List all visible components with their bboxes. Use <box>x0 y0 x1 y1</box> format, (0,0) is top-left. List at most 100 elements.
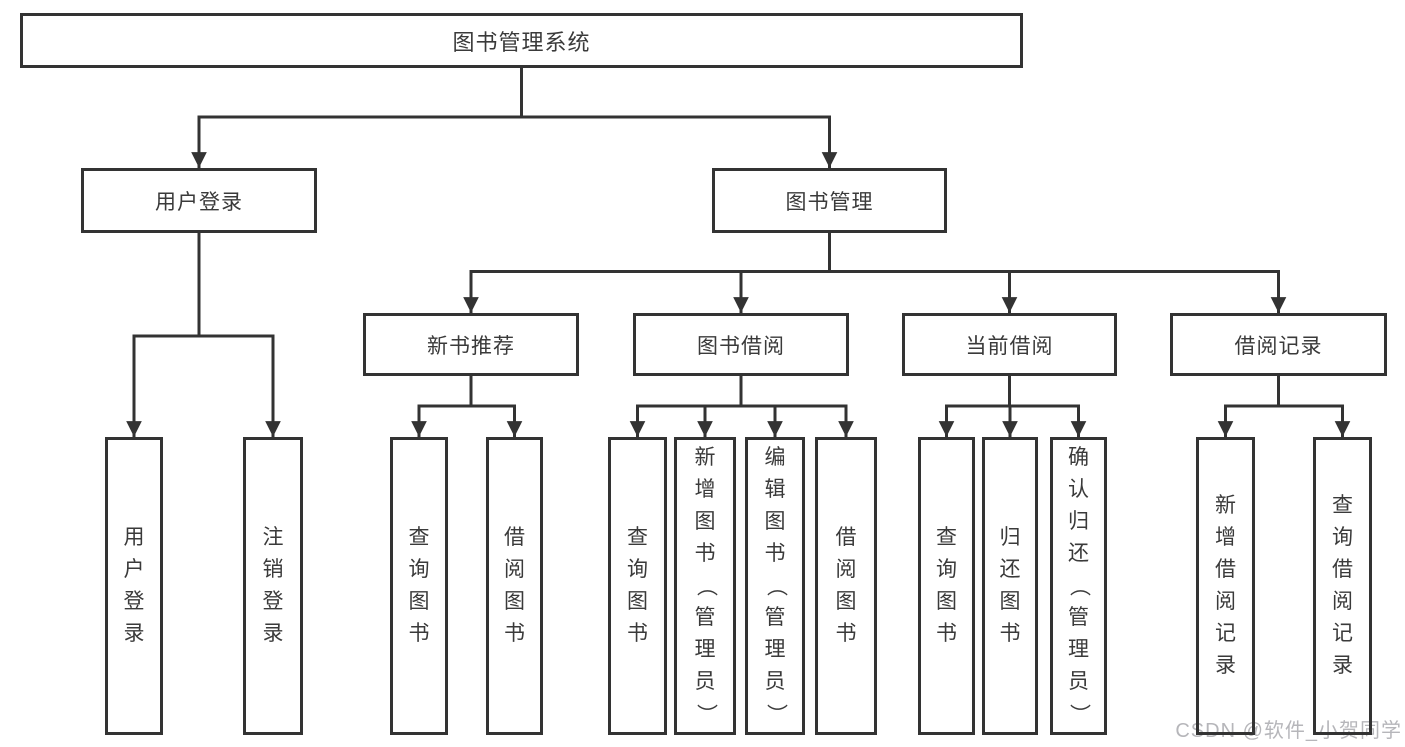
vertical-glyph: 录 <box>1215 654 1236 677</box>
vertical-glyph: 管 <box>694 606 716 629</box>
node-label-logout: 注销登录 <box>263 522 284 650</box>
node-cb-confirm: 确认归还（管理员） <box>1050 437 1107 735</box>
vertical-glyph: 理 <box>694 638 716 661</box>
node-login: 用户登录 <box>105 437 163 735</box>
vertical-glyph: 员 <box>694 670 716 693</box>
node-label-bb-query: 查询图书 <box>627 522 648 650</box>
vertical-glyph: ） <box>1067 703 1091 725</box>
vertical-glyph: 户 <box>123 558 145 581</box>
vertical-glyph: 图 <box>408 590 430 613</box>
vertical-glyph: 借 <box>1332 558 1353 581</box>
vertical-glyph: 询 <box>408 558 430 581</box>
vertical-glyph: 注 <box>262 526 284 549</box>
vertical-glyph: （ <box>764 575 787 597</box>
node-label-user-login: 用户登录 <box>155 190 243 214</box>
vertical-glyph: 销 <box>262 558 284 581</box>
vertical-glyph: 图 <box>835 590 857 613</box>
vertical-glyph: 记 <box>1215 622 1236 645</box>
vertical-glyph: 查 <box>1332 494 1353 517</box>
watermark: CSDN @软件_小贺同学 <box>1175 720 1402 742</box>
vertical-glyph: 询 <box>936 558 957 581</box>
vertical-glyph: 归 <box>999 526 1021 549</box>
node-current-borrow: 当前借阅 <box>902 313 1117 376</box>
connector-current-borrow <box>938 374 1087 438</box>
vertical-glyph: 认 <box>1068 478 1089 501</box>
node-logout: 注销登录 <box>243 437 303 735</box>
node-label-bb-add: 新增图书 （ 管理员 ） <box>694 442 717 730</box>
vertical-glyph: 查 <box>408 526 430 549</box>
node-cb-return: 归还图书 <box>982 437 1038 735</box>
node-borrow-record: 借阅记录 <box>1170 313 1387 376</box>
vertical-glyph: 书 <box>694 542 716 565</box>
vertical-glyph: 新 <box>694 446 716 469</box>
node-cb-query: 查询图书 <box>918 437 975 735</box>
connector-new-book-rec <box>411 374 523 438</box>
connector-book-borrow <box>629 374 854 438</box>
node-label-current-borrow: 当前借阅 <box>965 334 1054 358</box>
node-label-br-add: 新增借阅记录 <box>1215 490 1236 682</box>
vertical-glyph: 借 <box>835 526 857 549</box>
node-nbr-borrow: 借阅图书 <box>486 437 543 735</box>
vertical-glyph: 登 <box>123 590 145 613</box>
vertical-glyph: （ <box>694 575 717 597</box>
vertical-glyph: 询 <box>1332 526 1353 549</box>
node-root: 图书管理系统 <box>20 13 1023 68</box>
node-label-cb-return: 归还图书 <box>1000 522 1021 650</box>
node-label-book-mgmt: 图书管理 <box>785 190 874 214</box>
vertical-glyph: （ <box>1067 575 1091 597</box>
vertical-glyph: 询 <box>627 558 648 581</box>
vertical-glyph: 阅 <box>835 558 857 581</box>
vertical-glyph: 辑 <box>764 478 786 501</box>
node-label-bb-borrow: 借阅图书 <box>836 522 857 650</box>
vertical-glyph: 图 <box>504 590 525 613</box>
vertical-glyph: 录 <box>1332 654 1353 677</box>
connector-root <box>191 66 838 169</box>
vertical-glyph: 用 <box>123 526 145 549</box>
node-label-borrow-record: 借阅记录 <box>1234 334 1323 358</box>
vertical-glyph: 书 <box>408 622 430 645</box>
vertical-glyph: 管 <box>1068 606 1089 629</box>
vertical-glyph: 理 <box>1068 638 1089 661</box>
vertical-glyph: ） <box>694 703 717 725</box>
vertical-glyph: 借 <box>504 526 525 549</box>
node-bb-add: 新增图书 （ 管理员 ） <box>674 437 736 735</box>
vertical-glyph: 增 <box>1215 526 1236 549</box>
node-nbr-query: 查询图书 <box>390 437 448 735</box>
vertical-glyph: 增 <box>694 478 716 501</box>
node-label-nbr-query: 查询图书 <box>409 522 430 650</box>
vertical-glyph: 阅 <box>1215 590 1236 613</box>
vertical-glyph: 书 <box>764 542 786 565</box>
vertical-glyph: 图 <box>694 510 716 533</box>
vertical-glyph: 查 <box>627 526 648 549</box>
vertical-glyph: 登 <box>262 590 284 613</box>
vertical-glyph: 图 <box>936 590 957 613</box>
node-new-book-rec: 新书推荐 <box>363 313 579 376</box>
vertical-glyph: 录 <box>123 622 145 645</box>
vertical-glyph: 管 <box>764 606 786 629</box>
node-bb-query: 查询图书 <box>608 437 667 735</box>
node-label-cb-confirm: 确认归还（管理员） <box>1068 442 1091 730</box>
vertical-glyph: 员 <box>1068 670 1089 693</box>
vertical-glyph: 记 <box>1332 622 1353 645</box>
node-user-login: 用户登录 <box>81 168 317 233</box>
node-label-root: 图书管理系统 <box>452 29 591 55</box>
node-label-bb-edit: 编辑图书（管理员） <box>764 442 787 730</box>
vertical-glyph: 录 <box>262 622 284 645</box>
node-label-nbr-borrow: 借阅图书 <box>504 522 525 650</box>
vertical-glyph: 理 <box>764 638 786 661</box>
vertical-glyph: 查 <box>936 526 957 549</box>
vertical-glyph: 书 <box>504 622 525 645</box>
connector-borrow-record <box>1217 374 1351 438</box>
vertical-glyph: 书 <box>835 622 857 645</box>
vertical-glyph: 图 <box>627 590 648 613</box>
vertical-glyph: 图 <box>764 510 786 533</box>
vertical-glyph: 书 <box>999 622 1021 645</box>
vertical-glyph: 归 <box>1068 510 1089 533</box>
vertical-glyph: 书 <box>936 622 957 645</box>
node-bb-borrow: 借阅图书 <box>815 437 877 735</box>
node-label-new-book-rec: 新书推荐 <box>427 334 515 358</box>
node-book-borrow: 图书借阅 <box>633 313 849 376</box>
node-label-cb-query: 查询图书 <box>936 522 957 650</box>
